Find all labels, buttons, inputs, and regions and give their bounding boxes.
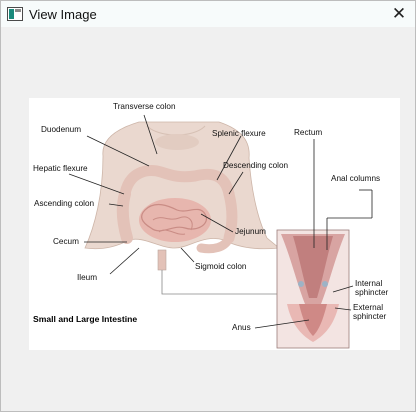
label-duodenum: Duodenum xyxy=(41,125,82,134)
label-descending-colon: Descending colon xyxy=(223,161,289,170)
label-jejunum: Jejunum xyxy=(235,227,266,236)
label-transverse-colon: Transverse colon xyxy=(113,102,176,111)
image-caption: Small and Large Intestine xyxy=(33,314,138,324)
label-internal-sphincter: Internal sphincter xyxy=(355,279,389,297)
label-hepatic-flexure: Hepatic flexure xyxy=(33,164,88,173)
close-icon[interactable]: ✕ xyxy=(391,4,407,23)
label-splenic-flexure: Splenic flexure xyxy=(212,129,266,138)
window-title: View Image xyxy=(29,6,97,22)
image-viewer-icon xyxy=(7,7,23,21)
label-sigmoid-colon: Sigmoid colon xyxy=(195,262,247,271)
anatomy-image: Transverse colon Duodenum Splenic flexur… xyxy=(29,98,400,350)
label-ileum: Ileum xyxy=(77,273,98,282)
label-ascending-colon: Ascending colon xyxy=(34,199,95,208)
label-anal-columns: Anal columns xyxy=(331,174,381,183)
label-external-sphincter: External sphincter xyxy=(353,303,387,321)
intestine-illustration xyxy=(68,114,373,349)
label-cecum: Cecum xyxy=(53,237,79,246)
label-anus: Anus xyxy=(232,323,251,332)
title-bar[interactable]: View Image ✕ xyxy=(1,1,415,27)
label-rectum: Rectum xyxy=(294,128,323,137)
